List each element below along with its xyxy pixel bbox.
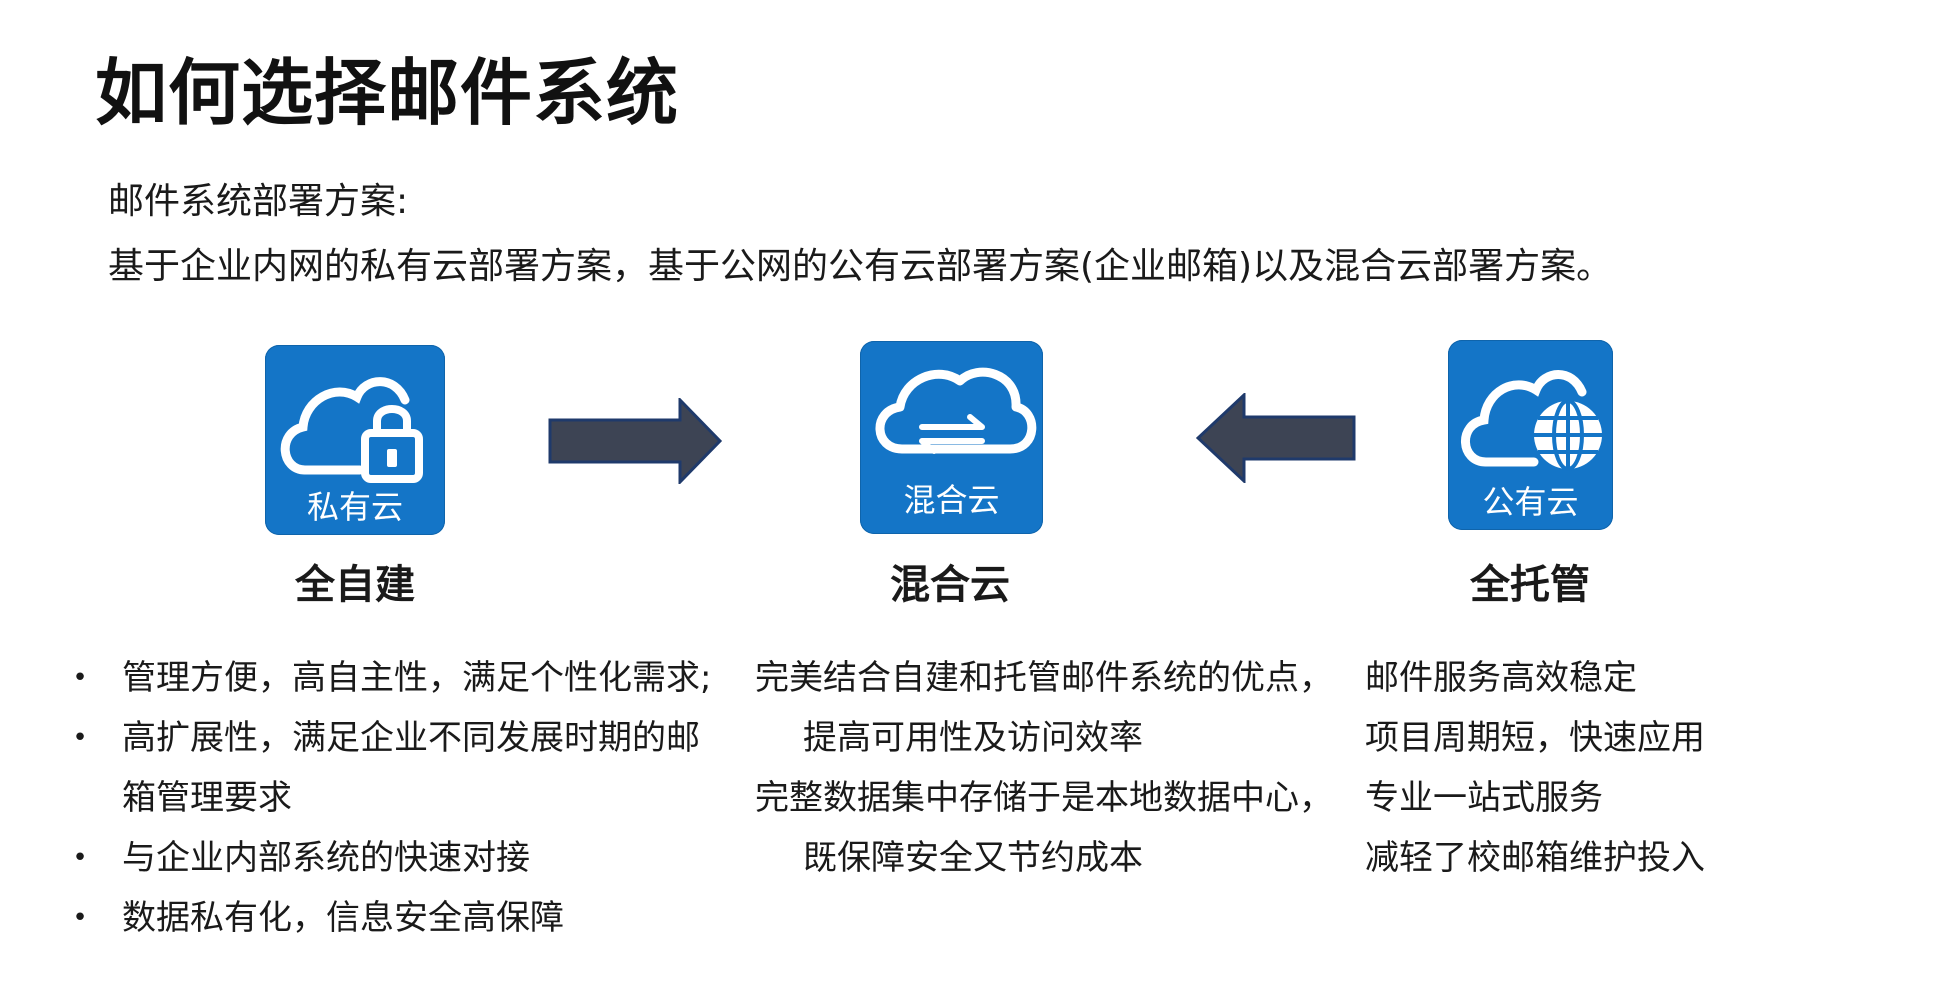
hybrid-features-list: 完美结合自建和托管邮件系统的优点， 提高可用性及访问效率 完整数据集中存储于是本… bbox=[755, 648, 1333, 888]
list-item-continuation: 箱管理要求 bbox=[122, 778, 292, 818]
list-item: • 管理方便，高自主性，满足个性化需求; bbox=[70, 648, 711, 708]
cloud-lock-icon bbox=[280, 377, 423, 483]
bullet: • bbox=[72, 903, 88, 933]
list-item: 邮件服务高效稳定 bbox=[1365, 658, 1637, 698]
list-item-continuation: 既保障安全又节约成本 bbox=[803, 838, 1143, 878]
tile-label-hybrid: 混合云 bbox=[903, 481, 1000, 519]
cloud-globe-icon bbox=[1461, 370, 1602, 471]
public-features-list: 邮件服务高效稳定 项目周期短，快速应用 专业一站式服务 减轻了校邮箱维护投入 bbox=[1365, 648, 1705, 888]
arrow-right-icon bbox=[548, 398, 723, 484]
hybrid-cloud-tile: 混合云 bbox=[860, 341, 1043, 534]
list-item-text: 管理方便，高自主性，满足个性化需求; bbox=[122, 658, 712, 698]
bullet: • bbox=[72, 723, 88, 753]
private-cloud-tile: 私有云 bbox=[265, 345, 445, 535]
list-item: • 数据私有化，信息安全高保障 bbox=[70, 888, 711, 948]
list-item: • 高扩展性，满足企业不同发展时期的邮 bbox=[70, 708, 711, 768]
bullet: • bbox=[72, 843, 88, 873]
list-item: 减轻了校邮箱维护投入 bbox=[1365, 838, 1705, 878]
list-item: • 与企业内部系统的快速对接 bbox=[70, 828, 711, 888]
arrow-left-icon bbox=[1196, 393, 1356, 483]
intro-description: 基于企业内网的私有云部署方案，基于公网的公有云部署方案(企业邮箱)以及混合云部署… bbox=[108, 246, 1613, 287]
list-item-text: 与企业内部系统的快速对接 bbox=[122, 838, 530, 878]
caption-hybrid: 混合云 bbox=[890, 562, 1010, 608]
list-item: 专业一站式服务 bbox=[1365, 778, 1603, 818]
intro-heading: 邮件系统部署方案: bbox=[108, 181, 409, 222]
list-item: 完美结合自建和托管邮件系统的优点， bbox=[755, 658, 1333, 698]
bullet: • bbox=[72, 663, 88, 693]
private-features-list: • 管理方便，高自主性，满足个性化需求; • 高扩展性，满足企业不同发展时期的邮… bbox=[70, 648, 711, 948]
caption-public: 全托管 bbox=[1470, 562, 1590, 608]
tile-label-public: 公有云 bbox=[1482, 483, 1579, 521]
list-item-text: 高扩展性，满足企业不同发展时期的邮 bbox=[122, 718, 700, 758]
page-title: 如何选择邮件系统 bbox=[95, 51, 680, 135]
list-item-continuation: 提高可用性及访问效率 bbox=[803, 718, 1143, 758]
cloud-sync-icon bbox=[875, 367, 1037, 454]
tile-label-private: 私有云 bbox=[306, 488, 403, 526]
public-cloud-tile: 公有云 bbox=[1448, 340, 1613, 530]
list-item: 项目周期短，快速应用 bbox=[1365, 718, 1705, 758]
list-item-text: 数据私有化，信息安全高保障 bbox=[122, 898, 564, 938]
caption-private: 全自建 bbox=[295, 562, 415, 608]
list-item: 完整数据集中存储于是本地数据中心， bbox=[755, 778, 1333, 818]
